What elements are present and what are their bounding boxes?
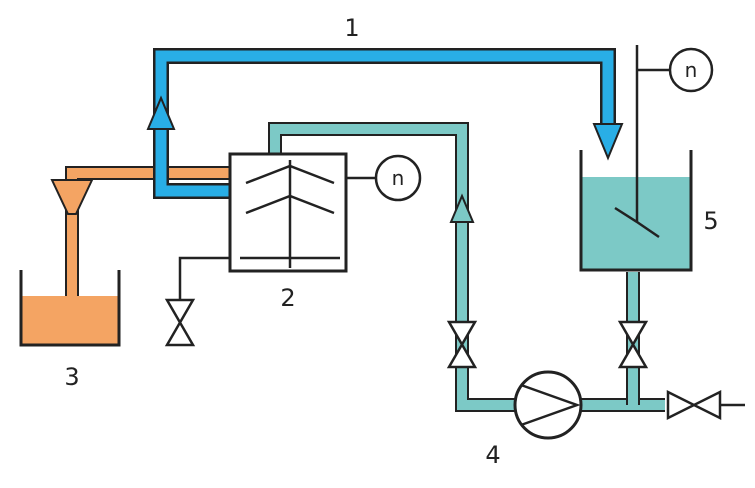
pump-icon xyxy=(513,370,583,440)
centrifuge xyxy=(178,152,376,300)
mixer-motor-icon: n xyxy=(668,47,714,93)
speed-symbol-n: n xyxy=(685,58,698,82)
flow-arrow-up-icon xyxy=(146,95,176,130)
funnel-icon xyxy=(50,179,94,215)
valve-icon xyxy=(164,298,196,347)
label-1: 1 xyxy=(344,14,359,42)
blue-transfer-line-1 xyxy=(153,48,616,199)
collection-vessel xyxy=(19,270,121,347)
label-3: 3 xyxy=(64,363,79,391)
valve-icon xyxy=(446,320,478,369)
label-4: 4 xyxy=(485,441,500,469)
stirred-tank xyxy=(579,45,693,272)
label-2: 2 xyxy=(280,284,295,312)
valve-icon xyxy=(617,320,649,369)
flow-arrow-down-icon xyxy=(592,123,624,161)
label-5: 5 xyxy=(703,207,718,235)
flow-arrow-up-icon xyxy=(449,193,475,223)
centrifuge-motor-icon: n xyxy=(374,154,422,202)
speed-symbol-n: n xyxy=(392,166,405,190)
valve-icon xyxy=(666,389,745,421)
